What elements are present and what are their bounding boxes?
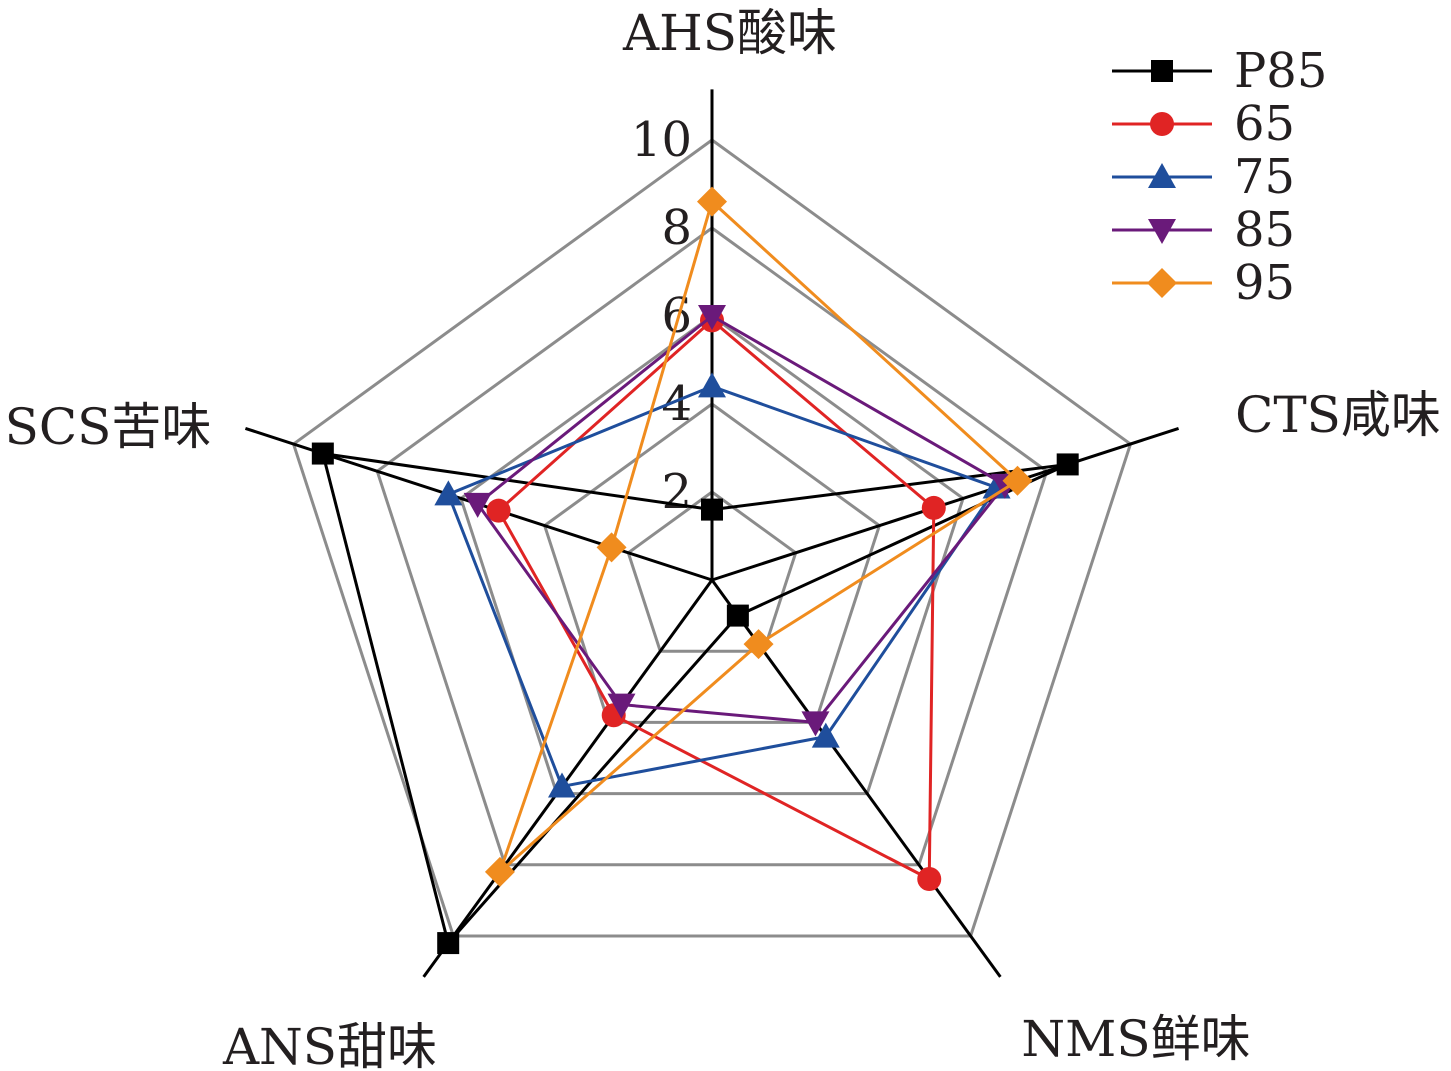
axis-spoke-3 bbox=[422, 579, 714, 978]
data-point-65-2 bbox=[917, 867, 942, 892]
grid-ring-8 bbox=[375, 226, 1049, 867]
series-95 bbox=[484, 186, 1033, 887]
legend-item-75: 75 bbox=[1112, 149, 1295, 205]
legend-label-95: 95 bbox=[1234, 255, 1295, 311]
data-point-75-3 bbox=[547, 772, 576, 798]
data-point-P85-2 bbox=[726, 604, 749, 627]
tick-label-2: 2 bbox=[661, 464, 692, 520]
legend-marker-95 bbox=[1147, 268, 1177, 298]
grid-ring-4 bbox=[542, 402, 882, 724]
legend-marker-65 bbox=[1150, 112, 1174, 136]
legend-label-75: 75 bbox=[1234, 149, 1295, 205]
grid-ring-10 bbox=[291, 138, 1133, 938]
data-point-65-4 bbox=[486, 498, 511, 523]
axis-label-umami: NMS鲜味 bbox=[1021, 1010, 1250, 1068]
series-line-85 bbox=[475, 314, 1008, 724]
series-line-75 bbox=[446, 384, 999, 789]
data-point-85-3 bbox=[607, 693, 636, 719]
axis-label-sour: AHS酸味 bbox=[622, 4, 837, 62]
legend-marker-75 bbox=[1148, 163, 1176, 188]
data-point-P85-1 bbox=[1056, 453, 1079, 476]
data-point-85-0 bbox=[698, 305, 726, 330]
data-point-P85-0 bbox=[701, 498, 723, 521]
data-point-75-2 bbox=[811, 722, 840, 748]
grid-ring-6 bbox=[459, 314, 965, 796]
legend-item-85: 85 bbox=[1112, 202, 1295, 258]
data-point-95-2 bbox=[743, 629, 774, 660]
legend-item-95: 95 bbox=[1112, 255, 1295, 311]
data-point-95-3 bbox=[484, 856, 515, 887]
radar-grid bbox=[291, 138, 1133, 938]
data-point-P85-3 bbox=[437, 932, 460, 955]
legend-label-P85: P85 bbox=[1234, 43, 1327, 99]
radar-axes bbox=[244, 89, 1180, 978]
tick-label-10: 10 bbox=[631, 112, 692, 168]
data-point-95-0 bbox=[697, 186, 727, 217]
axis-label-sweet: ANS甜味 bbox=[222, 1018, 437, 1071]
legend-label-65: 65 bbox=[1234, 96, 1295, 152]
series-layer bbox=[311, 186, 1079, 955]
series-line-65 bbox=[496, 318, 936, 882]
data-point-95-4 bbox=[596, 532, 627, 563]
data-point-65-1 bbox=[921, 495, 946, 520]
legend-marker-85 bbox=[1148, 219, 1176, 244]
data-point-75-4 bbox=[434, 480, 463, 506]
legend-item-65: 65 bbox=[1112, 96, 1295, 152]
data-point-75-0 bbox=[698, 372, 726, 398]
legend-label-85: 85 bbox=[1234, 202, 1295, 258]
legend-item-P85: P85 bbox=[1112, 43, 1327, 99]
tick-label-8: 8 bbox=[661, 200, 692, 256]
axis-label-bitter: SCS苦味 bbox=[5, 398, 212, 456]
data-point-95-1 bbox=[1002, 465, 1033, 496]
grid-ring-2 bbox=[626, 490, 798, 653]
axis-spoke-1 bbox=[711, 426, 1180, 582]
data-point-85-2 bbox=[801, 711, 830, 737]
series-85 bbox=[463, 305, 1019, 737]
data-point-85-4 bbox=[463, 492, 492, 518]
series-line-95 bbox=[496, 198, 1020, 877]
axis-label-salty: CTS咸味 bbox=[1235, 386, 1441, 444]
legend-marker-P85 bbox=[1151, 60, 1173, 82]
data-point-P85-4 bbox=[311, 442, 334, 465]
